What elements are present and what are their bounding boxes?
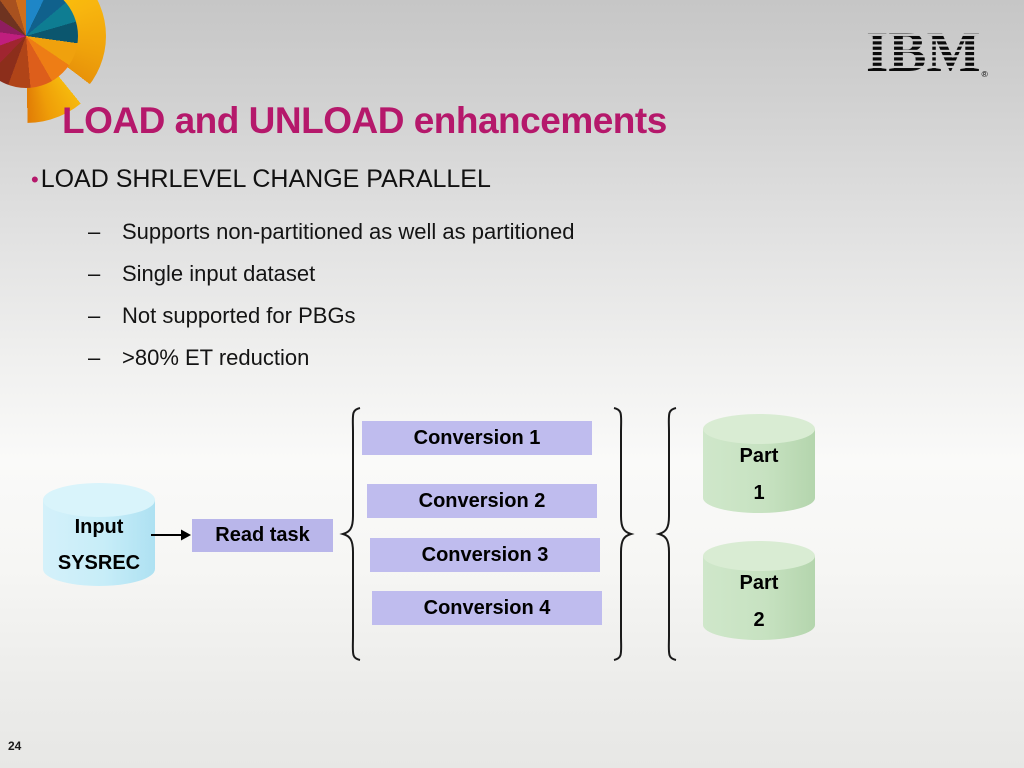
part-2-label: Part 2	[703, 565, 815, 639]
part-label-line2: 1	[753, 482, 765, 504]
sub-bullet-item: – Not supported for PBGs	[88, 295, 728, 337]
sub-bullet-text: Not supported for PBGs	[122, 303, 356, 328]
dash-marker: –	[88, 345, 101, 370]
pinwheel-logo-icon	[0, 0, 135, 123]
part-1-label: Part 1	[703, 438, 815, 512]
conversion-box-1: Conversion 1	[362, 421, 592, 455]
conversion-box-2: Conversion 2	[367, 484, 597, 518]
cylinder-top	[703, 541, 815, 571]
cylinder-top	[43, 483, 155, 517]
part-label-line2: 2	[753, 609, 765, 631]
conversion-box-4: Conversion 4	[372, 591, 602, 625]
sub-bullet-text: >80% ET reduction	[122, 345, 310, 370]
read-task-label: Read task	[215, 524, 310, 546]
bullet-text: LOAD SHRLEVEL CHANGE PARALLEL	[40, 165, 491, 193]
conversion-box-3: Conversion 3	[370, 538, 600, 572]
sub-bullet-item: – >80% ET reduction	[88, 337, 728, 379]
dash-marker: –	[88, 219, 101, 244]
conversion-label: Conversion 3	[421, 543, 549, 566]
input-cylinder-label: Input SYSREC	[43, 509, 155, 581]
ibm-logo-text: IBM	[866, 30, 981, 78]
sub-bullet-text: Single input dataset	[122, 261, 316, 286]
dash-marker: –	[88, 261, 101, 286]
input-label-line2: SYSREC	[57, 552, 141, 574]
dash-marker: –	[88, 303, 101, 328]
left-brace-icon	[339, 407, 361, 661]
cylinder-top	[703, 414, 815, 444]
part-label-line1: Part	[739, 572, 779, 594]
input-sysrec-cylinder: Input SYSREC	[43, 483, 155, 603]
input-label-line1: Input	[74, 516, 124, 538]
read-task-box: Read task	[192, 519, 333, 552]
right-brace-icon	[613, 407, 635, 661]
slide-page-number: 24	[8, 739, 22, 753]
part-label-line1: Part	[739, 445, 779, 467]
sub-bullet-item: – Single input dataset	[88, 253, 728, 295]
sub-bullet-text: Supports non-partitioned as well as part…	[122, 219, 575, 244]
part-2-cylinder: Part 2	[703, 541, 815, 655]
registered-mark: ®	[982, 69, 989, 78]
left-brace-icon	[655, 407, 677, 661]
conversion-label: Conversion 2	[418, 489, 546, 512]
bullet-line: • LOAD SHRLEVEL CHANGE PARALLEL	[31, 165, 731, 194]
ibm-logo-icon: IBM ®	[866, 30, 989, 78]
conversion-label: Conversion 1	[413, 426, 541, 449]
arrow-right-icon	[151, 529, 191, 541]
sub-bullet-item: – Supports non-partitioned as well as pa…	[88, 211, 728, 253]
sub-bullet-list: – Supports non-partitioned as well as pa…	[88, 211, 728, 379]
bullet-marker: •	[31, 166, 39, 192]
conversion-label: Conversion 4	[423, 596, 551, 619]
part-1-cylinder: Part 1	[703, 414, 815, 528]
page-title: LOAD and UNLOAD enhancements	[62, 100, 667, 141]
